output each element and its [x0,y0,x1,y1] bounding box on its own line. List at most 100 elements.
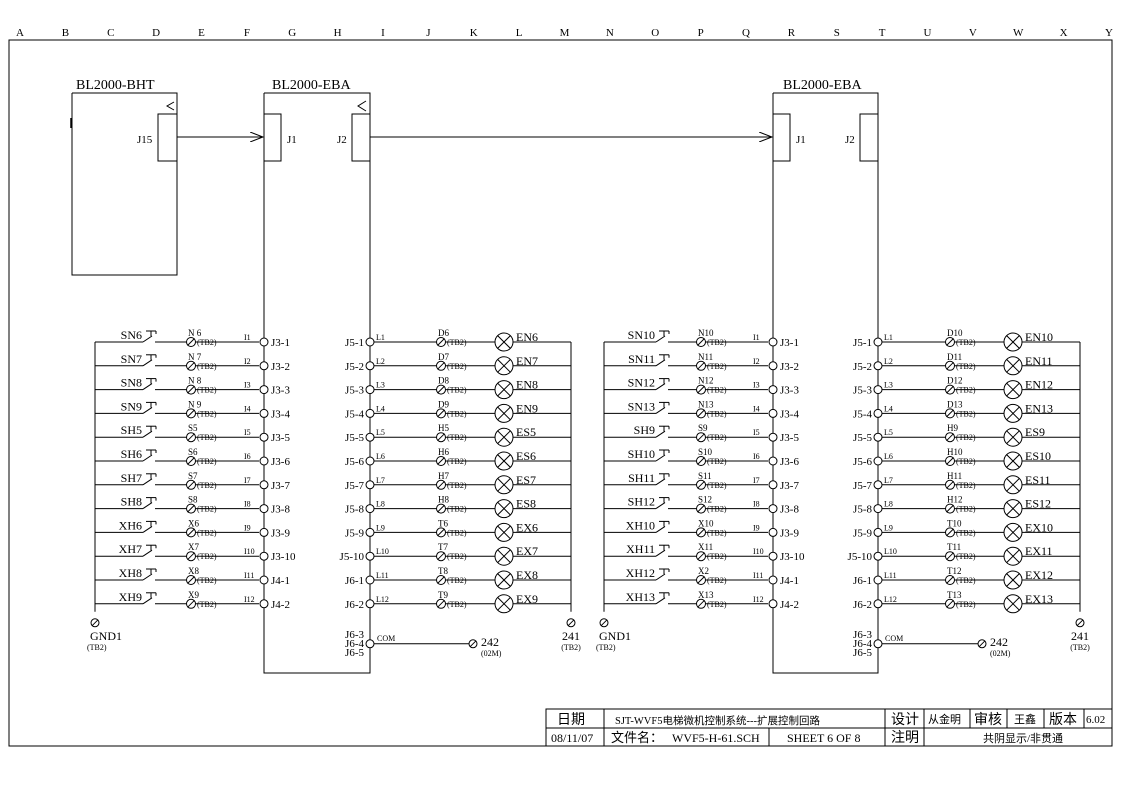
terminal-label: X10 [698,518,714,528]
terminal-label: H10 [947,447,963,457]
terminal-label: X11 [698,542,713,552]
connector-label: J4-1 [780,575,799,587]
terminal-label: S12 [698,495,712,505]
input-pin-label: I7 [244,476,251,485]
connector-pin [768,551,778,561]
terminal-label: T7 [438,542,448,552]
grid-column-U: U [924,27,932,39]
switch-label: SH7 [121,471,142,485]
gnd-label: GND1 [90,629,122,643]
output-pin-label: L1 [884,333,893,342]
switch-label: XH9 [119,590,142,604]
terminal-label: T12 [947,566,962,576]
terminal-label: S8 [188,495,198,505]
output-pin-label: L5 [884,428,893,437]
terminal-label: N13 [698,399,714,409]
switch-label: SH9 [634,423,655,437]
switch-label: XH8 [119,566,142,580]
output-pin-label: L4 [884,404,893,413]
tb-design-label: 设计 [891,712,919,728]
svg-text:J2: J2 [845,134,855,146]
connector-pin [365,504,375,514]
connector-j15 [157,113,178,162]
connector-label: J5-8 [853,504,872,516]
terminal-tb-label: (TB2) [197,600,217,609]
connector-pin [259,337,269,347]
terminal-tb-label: (TB2) [447,362,467,371]
input-pin-label: I3 [244,381,251,390]
terminal-label: S5 [188,423,198,433]
terminal-label: N12 [698,376,714,386]
connector-label: J6-5 [345,647,364,659]
connector-label: J4-2 [271,599,290,611]
connector-label: J6-3 [345,629,364,641]
lamp-label: EN6 [516,330,538,344]
grid-column-C: C [107,27,114,39]
connector-label: J3-6 [780,456,799,468]
board-eba-right-title: BL2000-EBA [783,78,862,93]
tb-note: 共阴显示/非贯通 [983,732,1063,745]
tb-file: WVF5-H-61.SCH [672,731,760,745]
terminal-tb-label: (TB2) [447,433,467,442]
label-242-sub: (02M) [481,649,502,658]
grid-column-W: W [1013,27,1024,39]
switch-label: SN13 [628,399,655,413]
terminal-label: T10 [947,518,962,528]
terminal-label: S9 [698,423,708,433]
connector-label: J5-10 [848,551,873,563]
lamp-label: ES6 [516,449,536,463]
tb-file-label: 文件名： [611,730,663,745]
svg-text:J1: J1 [796,134,806,146]
connector-label: J5-2 [853,361,872,373]
input-pin-label: I10 [244,547,255,556]
connector-pin [365,639,375,649]
board-eba-left-title: BL2000-EBA [272,78,351,93]
terminal-tb-label: (TB2) [956,552,976,561]
terminal-tb-label: (TB2) [956,433,976,442]
connector-label: J3-9 [780,527,799,539]
terminal-tb-label: (TB2) [956,386,976,395]
connector-pin [365,527,375,537]
terminal-tb-label: (TB2) [707,528,727,537]
lamp-label: ES5 [516,425,536,439]
connector-label: J5-2 [345,361,364,373]
tb-reviewer: 王鑫 [1014,712,1036,726]
gnd-label: GND1 [599,629,631,643]
connector-pin [259,408,269,418]
connector-label: J6-1 [345,575,364,587]
connector-label: J5-10 [340,551,365,563]
input-pin-label: I12 [753,595,764,604]
input-pin-label: I5 [753,428,760,437]
connector-label: J5-4 [345,408,364,420]
terminal-tb-label: (TB2) [197,576,217,585]
connector-pin [259,575,269,585]
connector-pin [768,527,778,537]
terminal-label: D6 [438,328,449,338]
grid-column-T: T [879,27,886,39]
input-pin-label: I6 [244,452,251,461]
tb-date-label: 日期 [557,712,585,728]
switch-label: XH13 [626,590,655,604]
terminal-tb-label: (TB2) [707,600,727,609]
connector-label: J3-3 [271,385,290,397]
switch-label: SH8 [121,495,142,509]
grid-column-X: X [1060,27,1068,39]
connector-j1-right [772,113,791,162]
lamp-label: EN7 [516,354,538,368]
connector-pin [873,480,883,490]
switch-label: XH12 [626,566,655,580]
output-pin-label: L6 [884,452,893,461]
